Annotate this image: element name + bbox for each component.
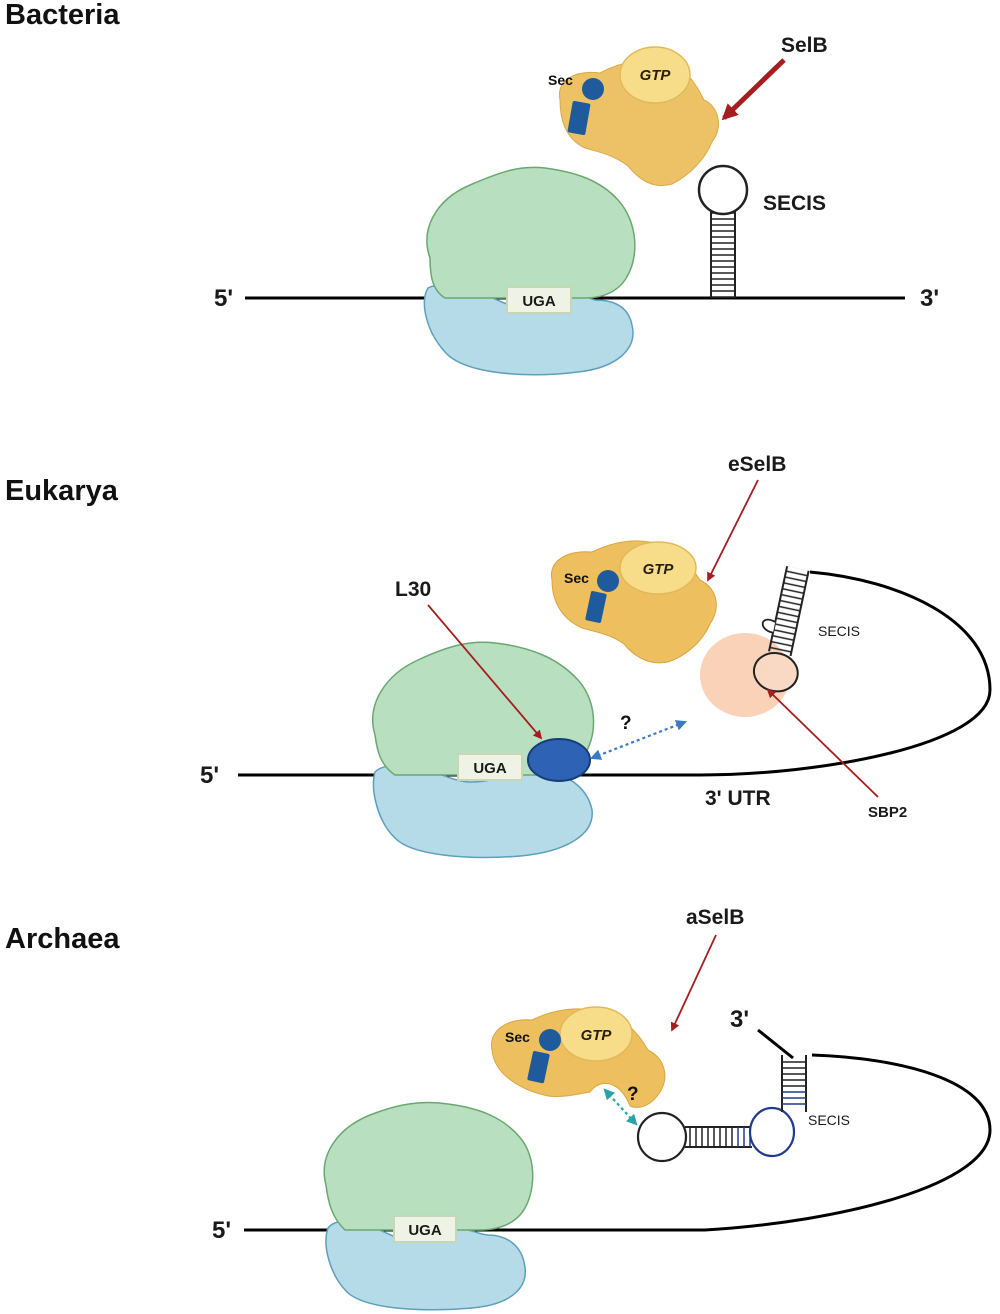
aselb-pointer-arrow <box>670 934 717 1032</box>
sec-label: Sec <box>548 72 573 88</box>
interaction-dotted-arrow <box>589 720 688 760</box>
sec-label: Sec <box>564 570 589 586</box>
selb-label: SelB <box>781 34 828 57</box>
gtp-label: GTP <box>581 1027 613 1044</box>
l30-label: L30 <box>395 578 431 601</box>
mrna-three-prime-end <box>757 1028 794 1060</box>
secis-hairpin <box>636 1055 807 1163</box>
bacteria-panel: Bacteria 5' 3' UGA SECIS GTP Sec Se <box>5 0 939 376</box>
sec-trna <box>567 78 604 136</box>
small-ribosomal-subunit <box>325 1220 526 1311</box>
uga-codon-box <box>457 753 523 781</box>
three-prime-label: 3' <box>920 285 939 312</box>
gtp-bubble <box>619 541 697 595</box>
secis-label: SECIS <box>808 1112 850 1128</box>
gtp-label: GTP <box>643 561 675 578</box>
large-ribosomal-subunit <box>426 166 636 299</box>
l30-pointer-arrow <box>427 604 543 740</box>
eselb-pointer-arrow <box>707 479 759 582</box>
secis-hairpin <box>697 164 749 298</box>
sec-trna <box>585 570 619 623</box>
panel-title-archaea: Archaea <box>5 923 120 955</box>
question-mark: ? <box>620 713 632 734</box>
panel-title-eukarya: Eukarya <box>5 475 119 507</box>
gtp-label: GTP <box>640 67 672 84</box>
gtp-bubble <box>559 1006 633 1062</box>
uga-codon-box <box>506 286 572 314</box>
panel-title-bacteria: Bacteria <box>5 0 120 31</box>
l30-protein <box>527 738 591 782</box>
secis-label: SECIS <box>763 192 826 215</box>
secis-label: SECIS <box>818 623 860 639</box>
large-ribosomal-subunit <box>323 1101 534 1231</box>
small-ribosomal-subunit <box>423 284 634 376</box>
question-mark: ? <box>627 1084 639 1105</box>
uga-codon-label: UGA <box>522 293 556 310</box>
interaction-dotted-arrow <box>603 1088 638 1126</box>
sbp2-pointer-arrow <box>766 688 879 798</box>
uga-codon-label: UGA <box>473 760 507 777</box>
uga-codon-label: UGA <box>408 1222 442 1239</box>
utr-label: 3' UTR <box>705 787 771 810</box>
eukarya-panel: Eukarya 5' 3' UTR UGA L30 ? SECIS SBP2 <box>5 453 992 859</box>
five-prime-label: 5' <box>214 285 233 312</box>
mrna-strand <box>238 570 992 777</box>
three-prime-label: 3' <box>730 1006 749 1033</box>
five-prime-label: 5' <box>200 762 219 789</box>
secis-hairpin <box>752 566 810 693</box>
sec-label: Sec <box>505 1029 530 1045</box>
eselb-label: eSelB <box>728 453 786 476</box>
aselb-label: aSelB <box>686 906 744 929</box>
sec-trna <box>527 1029 561 1084</box>
uga-codon-box <box>393 1215 457 1243</box>
five-prime-label: 5' <box>212 1217 231 1244</box>
archaea-panel: Archaea 5' 3' UGA <box>5 906 992 1311</box>
mrna-strand <box>244 1053 992 1232</box>
sbp2-label: SBP2 <box>868 804 907 821</box>
gtp-bubble <box>619 46 691 104</box>
selb-pointer-arrow <box>721 58 786 121</box>
